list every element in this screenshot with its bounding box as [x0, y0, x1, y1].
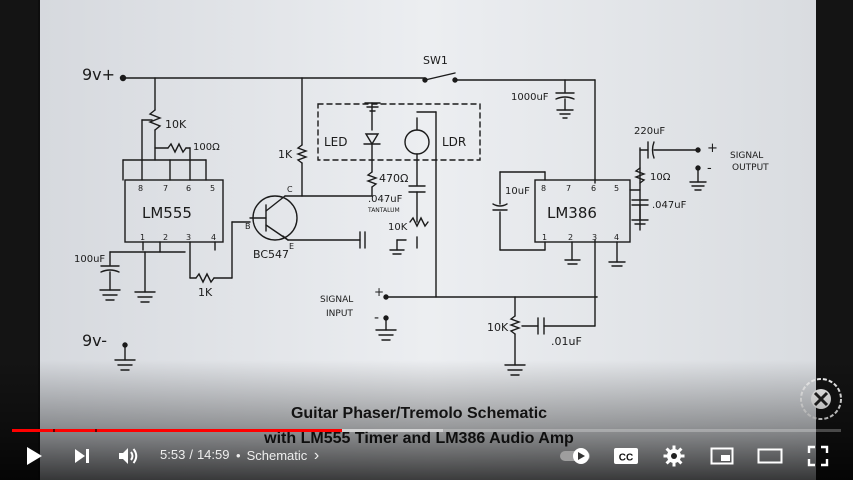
- label-386-pin5: 5: [614, 184, 619, 193]
- label-555-pin2: 2: [163, 233, 168, 242]
- label-470ohm: 470Ω: [379, 172, 408, 185]
- control-bar: 5:53/14:59 • Schematic › CC: [0, 436, 853, 476]
- label-386-pin6: 6: [591, 184, 596, 193]
- label-led: LED: [324, 135, 348, 149]
- label-lm555: LM555: [142, 204, 192, 222]
- chapter-marker: [53, 429, 56, 432]
- label-10k-top: 10K: [165, 118, 187, 131]
- label-bc547: BC547: [253, 248, 289, 261]
- label-lm386: LM386: [547, 204, 597, 222]
- label-ldr: LDR: [442, 135, 466, 149]
- label-input-minus: -: [374, 310, 379, 326]
- volume-button[interactable]: [108, 436, 148, 476]
- label-10ohm: 10Ω: [650, 172, 671, 183]
- label-01uf: .01uF: [551, 335, 582, 348]
- fullscreen-button[interactable]: [798, 436, 838, 476]
- current-time: 5:53: [160, 447, 186, 462]
- progress-played: [12, 429, 342, 432]
- label-pin-c: C: [287, 185, 293, 194]
- label-555-pin3: 3: [186, 233, 191, 242]
- label-pin-b: B: [245, 222, 251, 231]
- svg-text:CC: CC: [619, 453, 633, 464]
- fullscreen-icon: [807, 445, 829, 467]
- theater-icon: [757, 448, 783, 464]
- captions-icon: CC: [614, 448, 638, 464]
- label-signal-input-2: INPUT: [326, 309, 353, 319]
- label-386-pin4: 4: [614, 233, 619, 242]
- label-10uf: 10uF: [505, 186, 530, 197]
- label-1000uf: 1000uF: [511, 92, 549, 103]
- time-separator: /: [189, 447, 193, 462]
- label-output-minus: -: [707, 161, 712, 176]
- chapter-bullet: •: [236, 448, 241, 463]
- captions-button[interactable]: CC: [606, 436, 646, 476]
- label-555-pin4: 4: [211, 233, 216, 242]
- chapter-button[interactable]: • Schematic ›: [236, 447, 319, 465]
- next-icon: [75, 449, 89, 463]
- label-1k-left: 1K: [278, 148, 293, 161]
- label-10k-pot: 10K: [487, 321, 509, 334]
- volume-icon: [119, 448, 138, 464]
- play-icon: [27, 447, 42, 465]
- autoplay-toggle-icon: [560, 448, 590, 464]
- label-386-pin1: 1: [542, 233, 547, 242]
- time-display: 5:53/14:59: [160, 447, 229, 462]
- label-386-pin3: 3: [592, 233, 597, 242]
- label-pin-e: E: [289, 242, 294, 251]
- label-386-pin8: 8: [541, 184, 546, 193]
- label-vplus: 9v+: [82, 65, 115, 84]
- gear-icon: [663, 445, 685, 467]
- label-555-pin8: 8: [138, 184, 143, 193]
- chapter-marker: [94, 429, 97, 432]
- label-100uf: 100uF: [74, 254, 105, 265]
- theater-mode-button[interactable]: [750, 436, 790, 476]
- label-1k-bottom: 1K: [198, 286, 213, 299]
- miniplayer-button[interactable]: [702, 436, 742, 476]
- duration: 14:59: [196, 447, 230, 462]
- label-output-plus: +: [707, 141, 718, 156]
- label-input-plus: +: [374, 285, 384, 299]
- label-047uf-tantalum: .047uF: [368, 194, 403, 205]
- label-220uf: 220uF: [634, 126, 665, 137]
- chapter-title: Schematic: [246, 448, 308, 463]
- label-tantalum: TANTALUM: [367, 207, 400, 214]
- progress-bar[interactable]: [12, 429, 841, 432]
- label-signal-output-1: SIGNAL: [730, 151, 763, 161]
- label-signal-input-1: SIGNAL: [320, 295, 353, 305]
- label-555-pin5: 5: [210, 184, 215, 193]
- channel-watermark-logo[interactable]: [798, 376, 844, 427]
- label-047uf: .047uF: [652, 200, 687, 211]
- label-vminus: 9v-: [82, 331, 107, 350]
- label-10k-mid: 10K: [388, 222, 408, 233]
- chevron-right-icon: ›: [313, 447, 320, 464]
- label-sw1: SW1: [423, 54, 448, 67]
- schematic-title: Guitar Phaser/Tremolo Schematic: [291, 405, 547, 422]
- label-386-pin2: 2: [568, 233, 573, 242]
- miniplayer-icon: [710, 447, 734, 465]
- label-100ohm: 100Ω: [193, 142, 220, 153]
- next-button[interactable]: [62, 436, 102, 476]
- label-386-pin7: 7: [566, 184, 571, 193]
- settings-button[interactable]: [654, 436, 694, 476]
- label-signal-output-2: OUTPUT: [732, 163, 769, 173]
- autoplay-toggle[interactable]: [556, 436, 596, 476]
- label-555-pin7: 7: [163, 184, 168, 193]
- label-555-pin1: 1: [140, 233, 145, 242]
- label-555-pin6: 6: [186, 184, 191, 193]
- play-button[interactable]: [14, 436, 54, 476]
